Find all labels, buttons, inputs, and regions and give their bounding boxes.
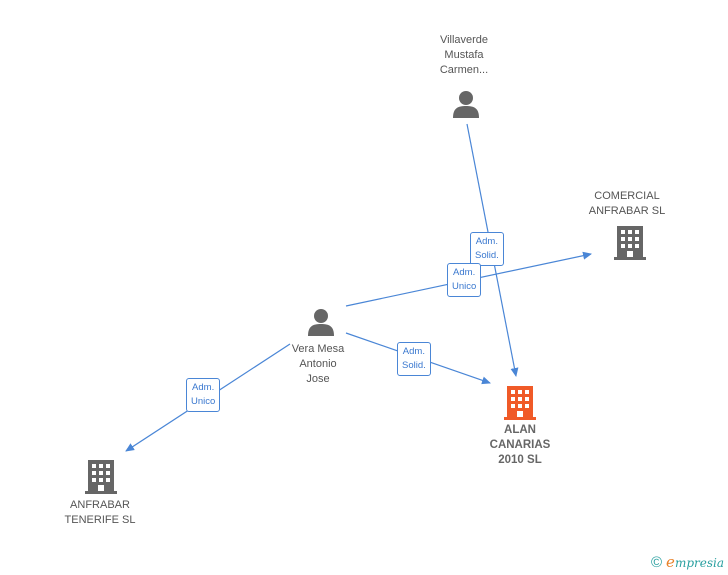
edge-label-line-2: Solid.: [475, 250, 499, 261]
node-villaverde-line-3: Carmen...: [439, 64, 489, 76]
edge-label-vera-alan[interactable]: Adm. Solid.: [397, 342, 431, 376]
node-comercial-line-2: ANFRABAR SL: [588, 205, 666, 217]
node-villaverde-line-2: Mustafa: [444, 49, 484, 61]
edge-label-vera-tenerife[interactable]: Adm. Unico: [186, 378, 221, 412]
node-tenerife-line-1: ANFRABAR: [70, 499, 130, 511]
edge-label-line-2: Unico: [452, 281, 477, 292]
copyright-symbol: ©: [650, 553, 663, 571]
node-tenerife-label[interactable]: ANFRABAR TENERIFE SL: [50, 498, 150, 528]
edge-label-vera-comercial[interactable]: Adm. Unico: [447, 263, 482, 297]
building-icon[interactable]: [614, 224, 646, 260]
node-comercial-line-1: COMERCIAL: [594, 190, 660, 202]
edge-label-line-1: Adm.: [475, 236, 498, 247]
node-tenerife-line-2: TENERIFE SL: [64, 514, 136, 526]
node-alan-line-3: 2010 SL: [498, 454, 542, 466]
node-comercial-label[interactable]: COMERCIAL ANFRABAR SL: [577, 189, 677, 219]
node-villaverde-line-1: Villaverde: [439, 34, 489, 46]
node-villaverde-label[interactable]: Villaverde Mustafa Carmen...: [424, 33, 504, 78]
building-icon[interactable]: [504, 384, 536, 420]
edge-label-line-1: Adm.: [453, 267, 476, 278]
node-alan-label[interactable]: ALAN CANARIAS 2010 SL: [480, 423, 560, 468]
node-vera-label[interactable]: Vera Mesa Antonio Jose: [277, 342, 359, 387]
edge-label-line-2: Solid.: [402, 360, 426, 371]
node-vera-line-2: Antonio: [299, 358, 337, 370]
node-alan-line-1: ALAN: [504, 424, 536, 436]
node-alan-line-2: CANARIAS: [489, 439, 551, 451]
edge-label-line-2: Unico: [191, 396, 216, 407]
edge-label-line-1: Adm.: [402, 346, 425, 357]
node-vera-line-3: Jose: [306, 373, 330, 385]
building-icon[interactable]: [85, 458, 117, 494]
brand-rest: mpresia: [674, 556, 724, 570]
node-vera-line-1: Vera Mesa: [291, 343, 345, 355]
edge-label-line-1: Adm.: [192, 382, 215, 393]
brand-logo: empresia: [666, 553, 724, 571]
edge-label-villaverde-alan[interactable]: Adm. Solid.: [470, 232, 504, 266]
empresia-watermark: © empresia: [651, 553, 724, 571]
brand-initial: e: [666, 553, 675, 571]
person-icon[interactable]: [306, 307, 336, 337]
person-icon[interactable]: [451, 89, 481, 119]
